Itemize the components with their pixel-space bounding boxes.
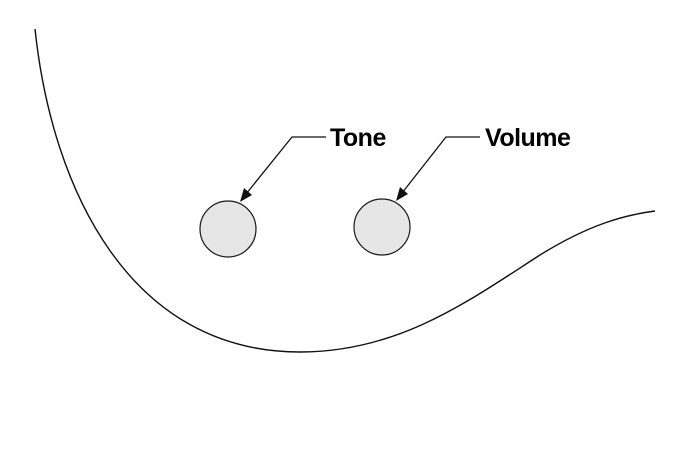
volume-pointer-arrow	[396, 136, 480, 201]
tone-label: Tone	[330, 124, 386, 152]
volume-knob	[353, 198, 411, 256]
tone-knob	[199, 200, 257, 258]
tone-pointer-arrow	[240, 136, 326, 202]
guitar-body-outline	[34, 28, 656, 353]
volume-label: Volume	[485, 124, 571, 152]
